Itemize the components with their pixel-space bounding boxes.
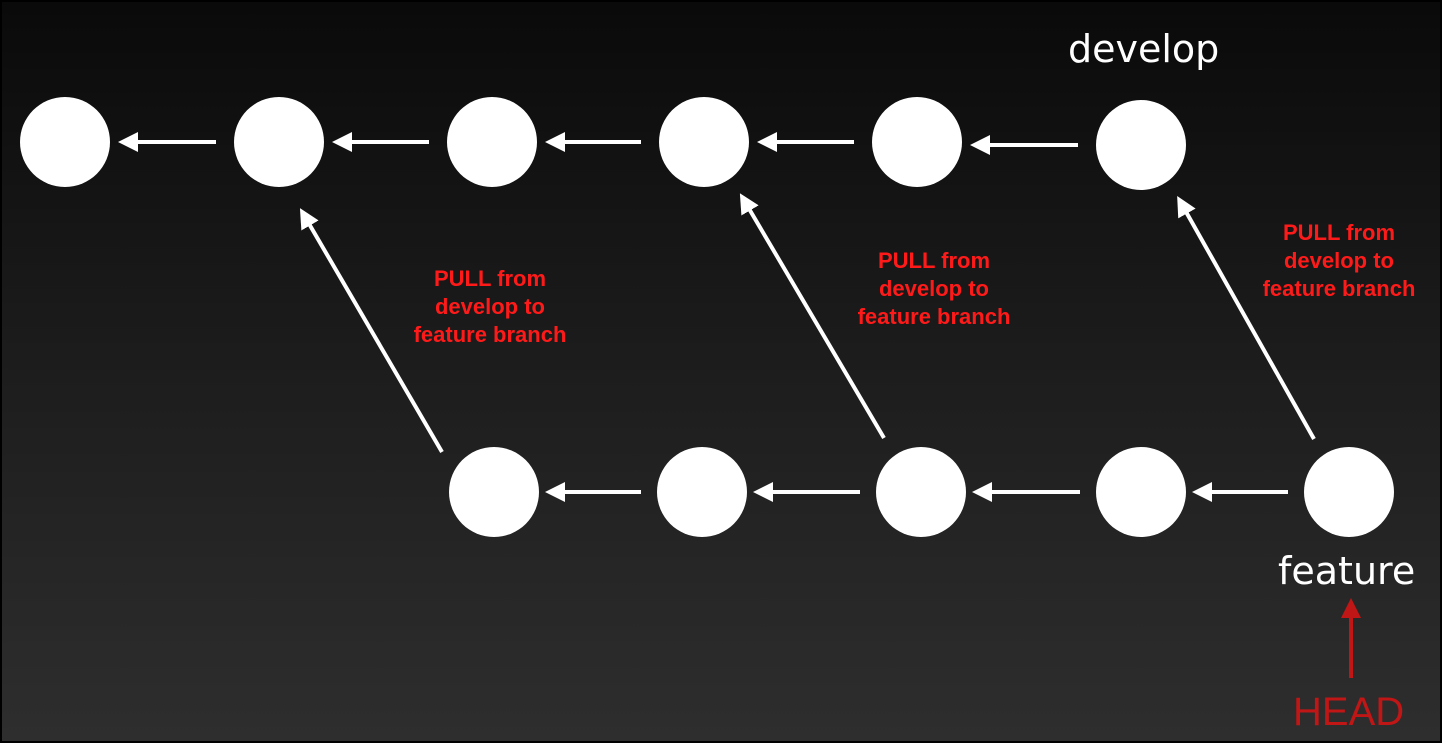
feature-commit-1 [449, 447, 539, 537]
pull-annotation-2: PULL from develop to feature branch [846, 247, 1022, 331]
pull-annotation-1-line-1: PULL from [433, 266, 547, 291]
pull-annotation-2-line-3: feature branch [857, 304, 1011, 329]
feature-branch-label: feature [1278, 549, 1416, 593]
pull-annotation-1: PULL from develop to feature branch [402, 265, 578, 349]
develop-commit-5 [872, 97, 962, 187]
head-label: HEAD [1293, 690, 1405, 734]
develop-commit-2 [234, 97, 324, 187]
pull-annotation-3-line-1: PULL from [1282, 220, 1396, 245]
pull-annotation-1-line-2: develop to [434, 294, 545, 319]
pull-arrow-2 [739, 193, 886, 440]
feature-commit-3 [876, 447, 966, 537]
pull-annotation-3-line-3: feature branch [1262, 276, 1416, 301]
pull-annotation-3: PULL from develop to feature branch [1251, 219, 1427, 303]
pull-annotation-3-line-2: develop to [1283, 248, 1394, 273]
develop-commit-3 [447, 97, 537, 187]
feature-commit-4 [1096, 447, 1186, 537]
pull-annotation-1-line-3: feature branch [413, 322, 567, 347]
pull-annotation-2-line-2: develop to [878, 276, 989, 301]
pull-annotation-2-line-1: PULL from [877, 248, 991, 273]
feature-commit-2 [657, 447, 747, 537]
develop-commit-1 [20, 97, 110, 187]
develop-commit-4 [659, 97, 749, 187]
pull-arrow-1 [299, 208, 444, 454]
develop-commit-6 [1096, 100, 1186, 190]
develop-branch-label: develop [1068, 27, 1220, 71]
feature-commit-5 [1304, 447, 1394, 537]
pull-arrow-3 [1177, 196, 1316, 440]
